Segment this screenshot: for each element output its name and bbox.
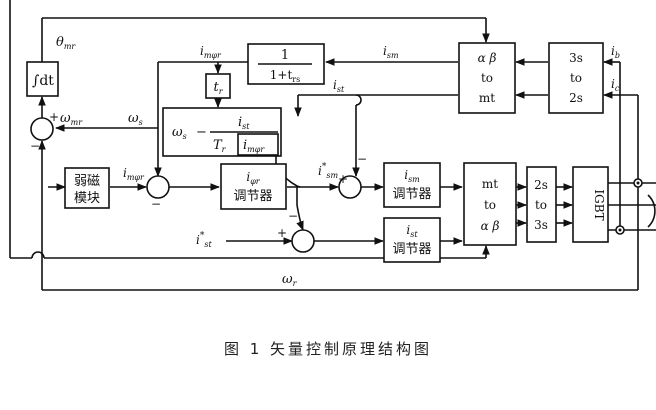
summing-junctions [30, 117, 362, 253]
signal-lines [9, 0, 656, 291]
lowpass-denominator: 1+trs [270, 68, 300, 84]
ab-mt-line3: mt [479, 91, 495, 105]
junction-dots [618, 181, 640, 232]
figure-caption: 图 1 矢量控制原理结构图 [223, 340, 433, 358]
t32-line3: 2s [569, 91, 583, 105]
st-reg-line2: 调节器 [392, 242, 431, 257]
i-mphir-top-label: imφr [200, 44, 222, 60]
slip-den-right: imφr [243, 138, 265, 154]
mt-ab-line1: mt [482, 177, 498, 191]
minus-field: − [151, 197, 161, 211]
sm-reg-line1: ism [404, 168, 420, 184]
minus-st: − [288, 209, 298, 223]
igbt-label: IGBT [592, 189, 606, 220]
field-weakening-block [64, 167, 110, 209]
slip-omega-label: ωs [172, 125, 187, 141]
field-weak-line1: 弱磁 [74, 174, 100, 189]
t23-line2: to [535, 198, 547, 212]
lowpass-numerator: 1 [281, 48, 289, 63]
2s-to-3s-block [526, 166, 557, 243]
mt-ab-line3: α β [481, 219, 500, 233]
igbt-block [572, 166, 609, 243]
block-labels: ∫dt 1 1+trs tr ωs − ist Tr imφr 弱磁 模块 iφ… [32, 48, 606, 257]
blocks [26, 42, 609, 263]
minus-sm: − [357, 152, 367, 166]
plus-st: + [277, 226, 287, 240]
i-b-label: ib [611, 44, 620, 60]
flux-regulator-block [220, 163, 287, 210]
sum-st [291, 229, 315, 253]
t32-line2: to [570, 71, 582, 85]
st-reg-line1: ist [406, 223, 418, 239]
integrator-block [26, 61, 59, 97]
sum-field [146, 175, 170, 199]
t23-line3: 3s [534, 218, 548, 232]
signal-labels: θmr ωmr ωs ωr imφr ism ist imφr i*sm i*s… [56, 35, 620, 288]
sum-omega-mr [30, 117, 54, 141]
3s-to-2s-block [548, 42, 604, 114]
sm-regulator-block [383, 162, 441, 208]
slip-inner-right [237, 133, 279, 156]
plus-omega-mr: + [49, 110, 59, 124]
ab-mt-line2: to [481, 71, 493, 85]
i-c-label: ic [611, 77, 620, 93]
slip-numerator: ist [238, 115, 250, 131]
tr-block [205, 73, 231, 99]
tr-block-label: tr [213, 80, 223, 96]
i-sm-top-label: ism [383, 44, 399, 60]
t23-line1: 2s [534, 178, 548, 192]
block-dividers [210, 63, 312, 133]
slip-minus: − [196, 125, 207, 140]
slip-den-left: Tr [213, 138, 227, 154]
omega-s-label: ωs [128, 111, 143, 127]
t32-line1: 3s [569, 51, 583, 65]
omega-r-label: ωr [282, 272, 298, 288]
field-weak-line2: 模块 [74, 191, 100, 206]
i-st-mid-label: ist [333, 78, 345, 94]
i-mphir-ref-label: imφr [123, 166, 145, 182]
minus-omega-mr: − [30, 139, 40, 153]
i-st-ref-label: i*st [196, 231, 212, 249]
ab-mt-line1: α β [478, 51, 497, 65]
st-regulator-block [383, 217, 441, 263]
mt-to-ab-block [463, 162, 517, 246]
flux-reg-line2: 调节器 [233, 189, 272, 204]
i-sm-ref-label: i*sm [318, 162, 338, 180]
theta-mr-label: θmr [56, 35, 76, 51]
omega-mr-label: ωmr [60, 111, 83, 127]
plus-sm: + [338, 172, 348, 186]
integrator-label: ∫dt [32, 73, 54, 89]
ab-to-mt-block [458, 42, 516, 114]
sign-labels: + − − + − + − [30, 110, 367, 240]
sum-sm [338, 175, 362, 199]
flux-reg-line1: iφr [246, 170, 260, 186]
mt-ab-line2: to [484, 198, 496, 212]
sm-reg-line2: 调节器 [392, 187, 431, 202]
